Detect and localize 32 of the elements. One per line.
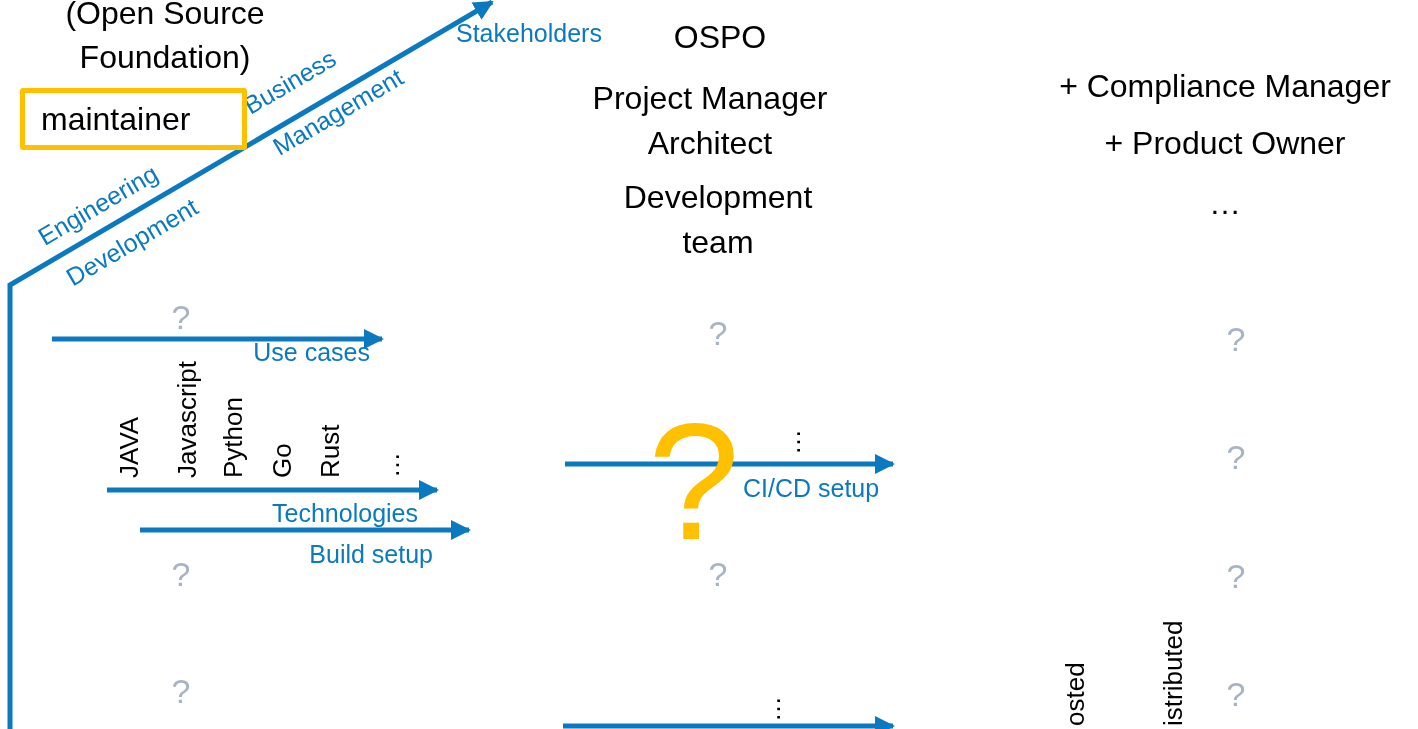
question-mark: ?	[1226, 675, 1246, 715]
axis-label: Stakeholders	[456, 18, 602, 48]
question-mark: ?	[1226, 557, 1246, 597]
heading-text: Project Manager	[592, 79, 828, 117]
axis-label: Use cases	[253, 337, 370, 367]
item-text: …	[758, 696, 784, 722]
item-text: istributed	[1160, 620, 1186, 726]
axis-label: Build setup	[309, 539, 433, 569]
heading-text: + Compliance Manager	[1059, 67, 1391, 105]
item-text: Javascript	[174, 360, 200, 478]
question-mark: ?	[1226, 320, 1246, 360]
heading-text: Architect	[647, 124, 773, 162]
role-text: maintainer	[41, 100, 191, 138]
heading-text: Development team	[622, 178, 814, 262]
question-mark: ?	[1226, 438, 1246, 478]
item-text: osted	[1062, 662, 1088, 726]
heading-text: …	[1209, 184, 1241, 222]
question-mark: ?	[171, 555, 191, 595]
question-mark: ?	[708, 314, 728, 354]
question-mark: ?	[171, 672, 191, 712]
heading-text: + Product Owner	[1104, 124, 1346, 162]
axis-label: Technologies	[272, 498, 418, 528]
item-text: Python	[220, 397, 246, 478]
highlight-box	[20, 88, 247, 150]
axis-label: CI/CD setup	[743, 473, 880, 503]
item-text: JAVA	[116, 416, 142, 478]
item-text: Go	[269, 443, 295, 478]
item-text: …	[778, 429, 804, 455]
heading-text: OSPO	[673, 18, 767, 56]
item-text: Rust	[317, 424, 343, 478]
question-mark: ?	[171, 298, 191, 338]
item-text: …	[377, 452, 403, 478]
